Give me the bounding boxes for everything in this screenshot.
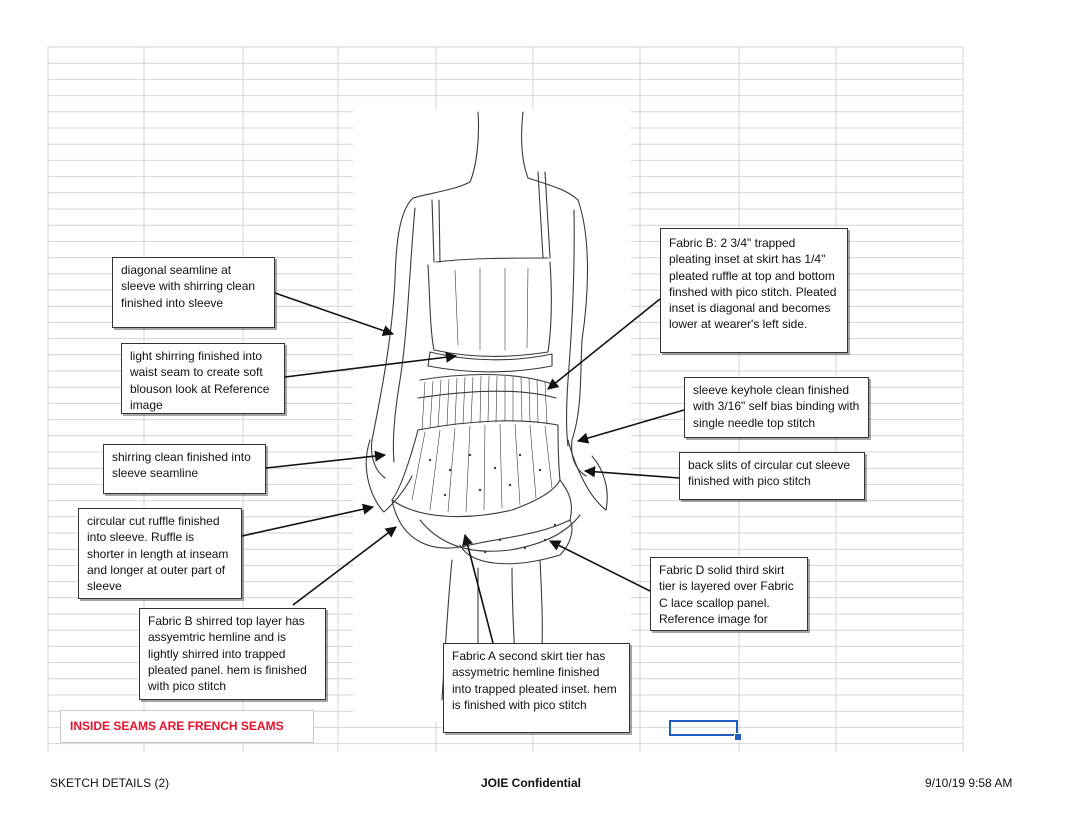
callout-circular-cut-ruffle: circular cut ruffle finished into sleeve…	[78, 508, 242, 599]
callout-back-slits: back slits of circular cut sleeve finish…	[679, 452, 865, 500]
callout-arrows	[241, 292, 685, 644]
callout-fabric-b-pleating: Fabric B: 2 3/4" trapped pleating inset …	[660, 228, 848, 353]
footer-confidential: JOIE Confidential	[481, 776, 582, 790]
fill-handle[interactable]	[734, 733, 742, 741]
callout-shirring-sleeve: shirring clean finished into sleeve seam…	[103, 444, 266, 494]
footer-sheet-name: SKETCH DETAILS (2)	[50, 776, 170, 790]
callout-fabric-a-second-tier: Fabric A second skirt tier has assymetri…	[443, 643, 630, 733]
callout-fabric-d-third-tier: Fabric D solid third skirt tier is layer…	[650, 557, 808, 631]
callout-fabric-b-shirred: Fabric B shirred top layer has assyemtri…	[139, 608, 326, 700]
callout-light-shirring: light shirring finished into waist seam …	[121, 343, 285, 414]
callout-diagonal-seamline: diagonal seamline at sleeve with shirrin…	[112, 257, 275, 328]
french-seams-warning: INSIDE SEAMS ARE FRENCH SEAMS	[60, 710, 314, 743]
sketch-paper	[353, 110, 631, 722]
selected-cell[interactable]	[669, 720, 738, 736]
footer-timestamp: 9/10/19 9:58 AM	[925, 776, 1013, 790]
callout-sleeve-keyhole: sleeve keyhole clean finished with 3/16"…	[684, 377, 869, 438]
